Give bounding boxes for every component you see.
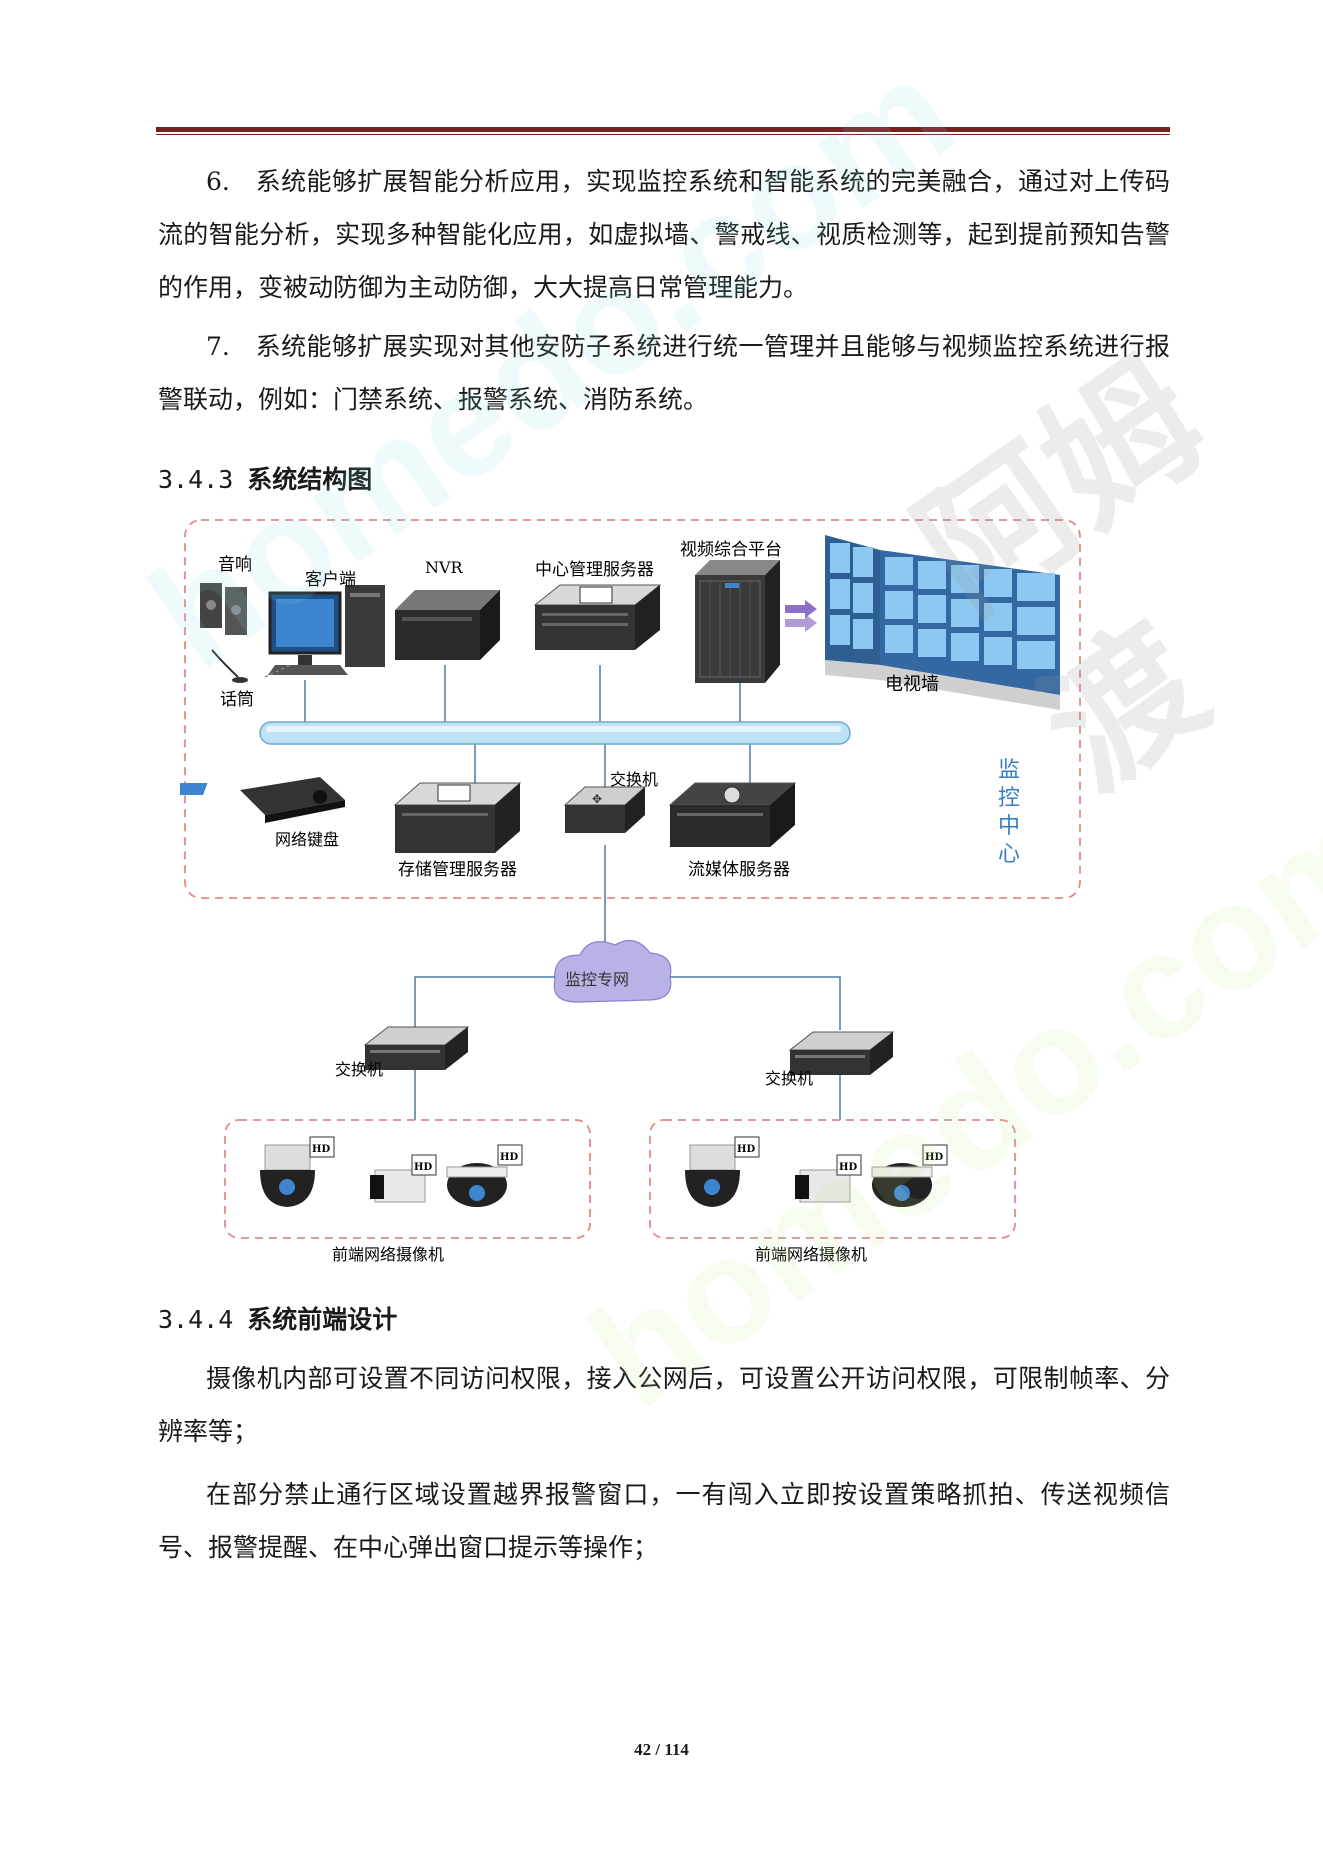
paragraph-6: 6. 系统能够扩展智能分析应用，实现监控系统和智能系统的完美融合，通过对上传码流…: [158, 167, 1170, 302]
media-server-label: 流媒体服务器: [688, 860, 790, 880]
client-computer-icon: [268, 585, 385, 675]
speaker-icon: [200, 583, 247, 635]
dome-camera-icon: [260, 1136, 335, 1207]
mic-label: 话筒: [220, 690, 254, 710]
box-camera-icon: [370, 1154, 437, 1203]
center-label-char: 心: [998, 842, 1020, 867]
hd-badge: HD: [312, 1144, 330, 1155]
video-platform-label: 视频综合平台: [680, 540, 782, 560]
center-label-char: 控: [998, 786, 1020, 811]
center-label-char: 中: [998, 814, 1020, 839]
heading-text: 系统前端设计: [247, 1305, 398, 1334]
network-keyboard-label: 网络键盘: [275, 830, 339, 849]
edge-switch-icon: [788, 1031, 895, 1075]
heading-number: 3.4.3: [158, 465, 234, 494]
tv-wall-icon: [825, 535, 1060, 710]
heading-3-4-4: 3.4.4 系统前端设计: [158, 1300, 397, 1336]
system-structure-diagram: 音响 客户端 话筒 NVR 中心管理服务器: [180, 519, 1081, 1264]
dome-camera-icon: [446, 1144, 523, 1207]
nvr-label: NVR: [425, 558, 464, 577]
nvr-icon: [395, 590, 500, 660]
speaker-label: 音响: [218, 555, 252, 575]
box-camera-icon: [795, 1154, 862, 1203]
network-bus: [259, 721, 851, 745]
header-rule: [156, 127, 1170, 135]
camera-group-left-label: 前端网络摄像机: [332, 1245, 444, 1264]
media-server-icon: [668, 782, 797, 847]
arrow-icon: [785, 600, 817, 632]
hd-badge: HD: [839, 1162, 857, 1173]
hd-badge: HD: [737, 1144, 755, 1155]
dome-camera-icon: [871, 1144, 948, 1207]
svg-text:✥: ✥: [592, 792, 602, 806]
private-net-label: 监控专网: [565, 970, 629, 989]
heading-3-4-3: 3.4.3 系统结构图: [158, 460, 372, 496]
heading-text: 系统结构图: [247, 465, 373, 494]
camera-group-right-label: 前端网络摄像机: [755, 1245, 867, 1264]
client-label: 客户端: [305, 570, 356, 590]
paragraph-front-2: 在部分禁止通行区域设置越界报警窗口，一有闯入立即按设置策略抓拍、传送视频信号、报…: [158, 1480, 1170, 1562]
center-server-icon: [533, 584, 662, 650]
hd-badge: HD: [414, 1162, 432, 1173]
center-label-char: 监: [998, 758, 1020, 783]
paragraph-7: 7. 系统能够扩展实现对其他安防子系统进行统一管理并且能够与视频监控系统进行报警…: [158, 332, 1170, 414]
switch-label: 交换机: [610, 770, 658, 789]
switch-left-label: 交换机: [335, 1060, 383, 1079]
page-number: 42 / 114: [634, 1740, 689, 1759]
hd-badge: HD: [500, 1152, 518, 1163]
heading-number: 3.4.4: [158, 1305, 234, 1334]
core-switch-icon: ✥: [563, 786, 647, 833]
switch-right-label: 交换机: [765, 1069, 813, 1088]
video-platform-icon: [695, 560, 780, 683]
microphone-icon: [211, 649, 291, 683]
center-server-label: 中心管理服务器: [535, 560, 654, 580]
camera-group-right-box: [649, 1119, 1016, 1239]
edge-switch-icon: [363, 1026, 470, 1070]
camera-group-left-box: [224, 1119, 591, 1239]
paragraph-front-1: 摄像机内部可设置不同访问权限，接入公网后，可设置公开访问权限，可限制帧率、分辨率…: [158, 1364, 1170, 1446]
storage-server-label: 存储管理服务器: [398, 860, 517, 880]
hd-badge: HD: [925, 1152, 943, 1163]
tv-wall-label: 电视墙: [885, 674, 939, 695]
dome-camera-icon: [685, 1136, 760, 1207]
storage-server-icon: [393, 782, 522, 853]
network-keyboard-icon: [180, 777, 345, 823]
private-network-cloud-icon: [553, 939, 672, 1003]
